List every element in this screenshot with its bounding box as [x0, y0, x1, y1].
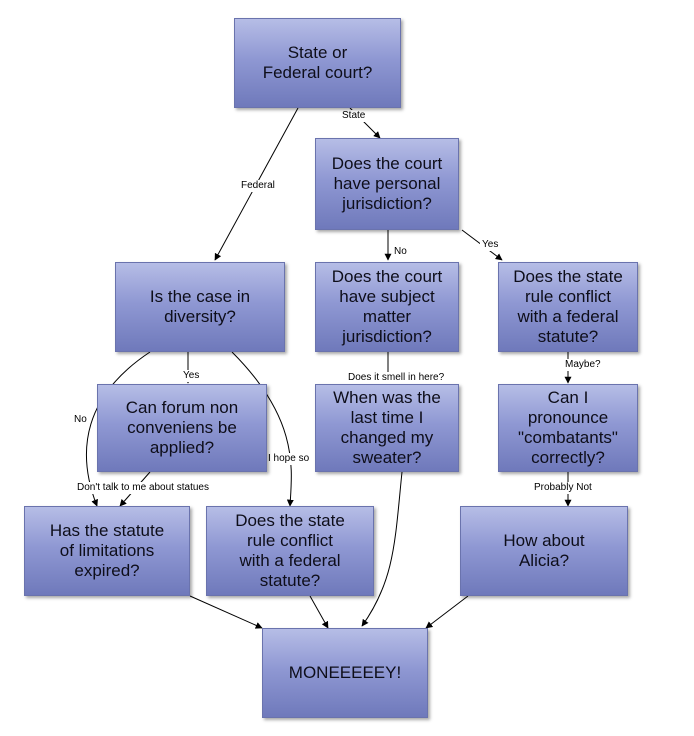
node-combatants: Can I pronounce "combatants" correctly? — [498, 384, 638, 472]
edge-label-probably-not: Probably Not — [532, 482, 594, 494]
node-state-rule-conflict-mid: Does the state rule conflict with a fede… — [206, 506, 374, 596]
node-statute-of-limitations: Has the statute of limitations expired? — [24, 506, 190, 596]
node-court-type: State or Federal court? — [234, 18, 401, 108]
edge-label-yes-pj: Yes — [480, 239, 501, 251]
edge-diversity-to-mid-rule — [231, 351, 294, 507]
edge-label-smell: Does it smell in here? — [346, 372, 447, 384]
node-personal-jurisdiction: Does the court have personal jurisdictio… — [315, 138, 459, 230]
edge-alicia-to-money — [425, 595, 469, 629]
edge-label-no-pj: No — [392, 246, 409, 258]
node-state-rule-conflict-right: Does the state rule conflict with a fede… — [498, 262, 638, 352]
edge-label-hope: I hope so — [266, 453, 312, 465]
edge-sweater-to-money — [361, 471, 403, 627]
node-alicia: How about Alicia? — [460, 506, 628, 596]
node-forum-non-conveniens: Can forum non conveniens be applied? — [97, 384, 267, 472]
node-diversity: Is the case in diversity? — [115, 262, 285, 352]
edge-label-maybe: Maybe? — [563, 359, 603, 371]
edge-statute-to-money — [189, 595, 263, 629]
edge-label-yes-div: Yes — [181, 370, 202, 382]
edge-label-no-div: No — [72, 414, 89, 426]
edge-label-state: State — [340, 110, 368, 122]
edge-label-statues: Don't talk to me about statues — [75, 482, 211, 494]
node-sweater: When was the last time I changed my swea… — [315, 384, 459, 472]
node-subject-matter: Does the court have subject matter juris… — [315, 262, 459, 352]
node-money: MONEEEEEY! — [262, 628, 428, 718]
edge-label-federal: Federal — [239, 180, 277, 192]
edge-mid-rule-to-money — [309, 595, 329, 629]
